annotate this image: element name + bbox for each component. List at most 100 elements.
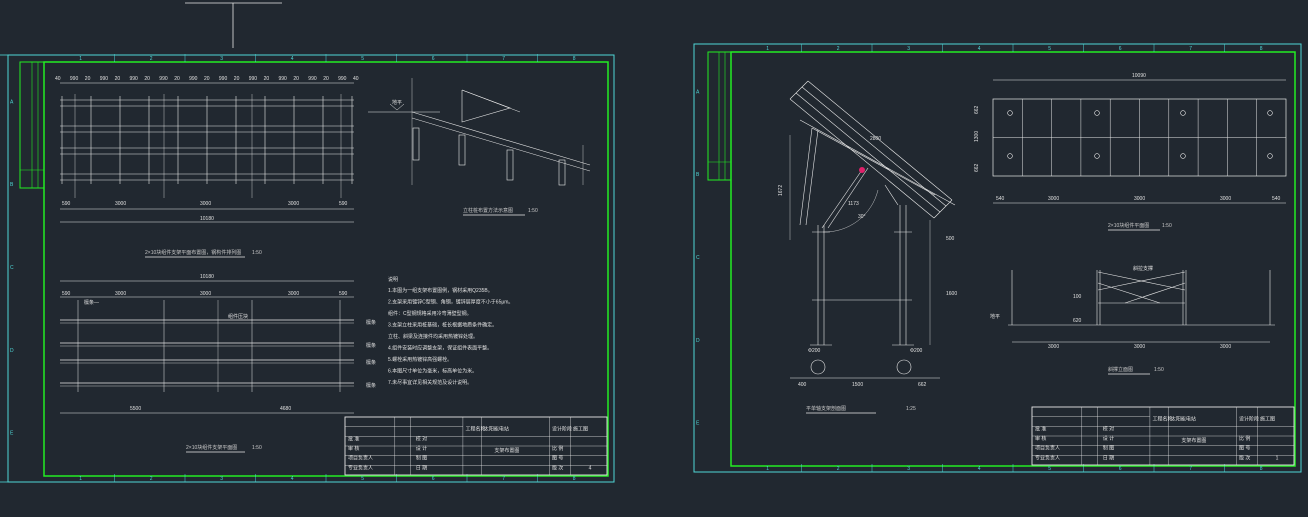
ruler-side-mark-A: A <box>10 99 14 105</box>
plan-bottom-span-0: 5500 <box>130 406 141 412</box>
tb-mid-row-2: 制 图 <box>1103 445 1114 452</box>
tb-mid-row-0: 校 对 <box>1103 425 1114 432</box>
brace-label: 斜拉支撑 <box>1133 265 1153 272</box>
tb-mid-row-1: 设 计 <box>1103 435 1114 442</box>
plan-top-dim-mark-15: 990 <box>279 76 288 82</box>
brace-dim-2: 3000 <box>1220 344 1231 350</box>
plan-top-dim-mark-4: 20 <box>115 76 121 82</box>
tb-mid-row-1: 设 计 <box>416 445 427 452</box>
tb-left-row-0: 批 准 <box>348 435 359 442</box>
ruler-top-mark-1: 1 <box>766 46 769 52</box>
plan-top-dim-mark-3: 990 <box>100 76 109 82</box>
plan-bottom-dim-4: 590 <box>339 291 348 297</box>
ruler-bottom-mark-8: 8 <box>1260 466 1263 472</box>
tracker-section-scale: 1:25 <box>906 406 916 412</box>
note-item-1: 2.支架采用镀锌C型钢、角钢，镀锌层厚度不小于65μm。 <box>388 299 513 306</box>
tb-sheet-label: 图 号 <box>552 456 563 462</box>
ruler-top-mark-8: 8 <box>573 56 576 62</box>
tb-version-label: 版 次 <box>552 464 563 471</box>
notes-heading: 说明 <box>388 276 398 283</box>
bolt-hole-icon <box>1267 110 1273 116</box>
ruler-top-mark-5: 5 <box>361 56 364 62</box>
note-item-0: 1.本图为一组支架布置图例，钢材采用Q235B。 <box>388 287 493 294</box>
ruler-bottom-mark-6: 6 <box>1119 466 1122 472</box>
pile-label-0: Φ200 <box>808 348 821 354</box>
bolt-hole-icon <box>1007 110 1013 116</box>
ruler-bottom-mark-5: 5 <box>361 476 364 482</box>
plan-right-dim-2: 3000 <box>1134 196 1145 202</box>
tb-sheet-label: 图 号 <box>1239 446 1250 452</box>
note-item-3: 3.支架立柱采用桩基础，桩长根据地质条件确定。 <box>388 322 497 329</box>
bolt-hole-icon <box>1094 110 1100 116</box>
tb-left-row-0: 批 准 <box>1035 425 1046 432</box>
plan-bottom-dim-2: 3000 <box>200 291 211 297</box>
ruler-top-mark-8: 8 <box>1260 46 1263 52</box>
section-dim-662: 662 <box>918 382 927 388</box>
plan-top-dim-mark-6: 20 <box>144 76 150 82</box>
section-dim-1173: 1173 <box>848 201 859 207</box>
plan-top-dim-3: 3000 <box>288 201 299 207</box>
brace-dim-0: 3000 <box>1048 344 1059 350</box>
plan-bottom-total: 10180 <box>200 274 214 280</box>
brace-scale: 1:50 <box>1154 367 1164 373</box>
ruler-side-mark-C: C <box>696 255 700 261</box>
plan-top-dim-mark-19: 990 <box>338 76 347 82</box>
ruler-top-mark-2: 2 <box>150 56 153 62</box>
plan-right-dim-0: 540 <box>996 196 1005 202</box>
ruler-top-mark-3: 3 <box>220 56 223 62</box>
tb-scale-label: 比 例 <box>552 445 563 452</box>
callout-clamp: 组件压块 <box>228 313 248 320</box>
pivot-marker-icon <box>859 167 865 173</box>
ruler-bottom-mark-1: 1 <box>79 476 82 482</box>
plan-right-total: 10090 <box>1132 73 1146 79</box>
plan-bottom-dim-0: 590 <box>62 291 71 297</box>
bolt-hole-icon <box>1007 153 1013 159</box>
plan-right-dim-4: 540 <box>1272 196 1281 202</box>
tb-project-label: 工程名称 <box>1153 416 1173 423</box>
ruler-bottom-mark-3: 3 <box>220 476 223 482</box>
section-ground-label: 地平 <box>392 99 402 106</box>
plan-top-dim-mark-2: 20 <box>85 76 91 82</box>
plan-right-side-2: 662 <box>974 163 980 172</box>
tb-left-row-3: 专业负责人 <box>348 464 373 471</box>
brace-dim-1: 3000 <box>1134 344 1145 350</box>
ruler-bottom-mark-7: 7 <box>502 476 505 482</box>
brace-side-0: 100 <box>1073 294 1082 300</box>
rail-label-2: 檩条 <box>366 359 376 366</box>
tb-version-label: 版 次 <box>1239 454 1250 461</box>
brace-elevation: 斜拉支撑 100 620 地平 3000 3000 3000 斜撑立面图 1:5… <box>990 265 1275 375</box>
tb-left-row-2: 项目负责人 <box>348 455 373 462</box>
ruler-top-mark-6: 6 <box>432 56 435 62</box>
ruler-side-mark-D: D <box>10 348 14 354</box>
tb-project-value: 太阳能电站 <box>1171 416 1196 423</box>
tb-sheet-no: 4 <box>589 465 592 471</box>
tracker-section-diagram: 2800 1173 1672 500 1600 662 1500 400 30°… <box>778 80 957 414</box>
brace-title: 斜撑立面图 <box>1108 366 1133 373</box>
ruler-bottom-mark-5: 5 <box>1048 466 1051 472</box>
plan-top-dim-2: 3000 <box>200 201 211 207</box>
plan-bottom-scale: 1:50 <box>252 445 262 451</box>
pile-3 <box>558 159 566 186</box>
ruler-side-mark-E: E <box>10 431 14 437</box>
plan-right-frame <box>992 98 1287 177</box>
plan-top-dim-mark-12: 20 <box>234 76 240 82</box>
plan-bottom-dim-3: 3000 <box>288 291 299 297</box>
tracker-section-title: 平单轴支架剖面图 <box>806 405 846 412</box>
ruler-top-mark-3: 3 <box>907 46 910 52</box>
section-dim-1672: 1672 <box>778 185 784 196</box>
plan-top-dim-mark-18: 20 <box>323 76 329 82</box>
pile-2 <box>506 149 514 181</box>
plan-top-dim-mark-14: 20 <box>264 76 270 82</box>
section-piles <box>412 127 566 186</box>
plan-top-dim-mark-17: 990 <box>308 76 317 82</box>
section-dim-2800: 2800 <box>870 136 881 142</box>
plan-top-dim-mark-5: 990 <box>130 76 139 82</box>
title-block-right: 批 准审 核项目负责人专业负责人校 对设 计制 图日 期工程名称太阳能电站设计阶… <box>1031 406 1295 466</box>
callout-purlin: 檩条— <box>84 299 99 306</box>
